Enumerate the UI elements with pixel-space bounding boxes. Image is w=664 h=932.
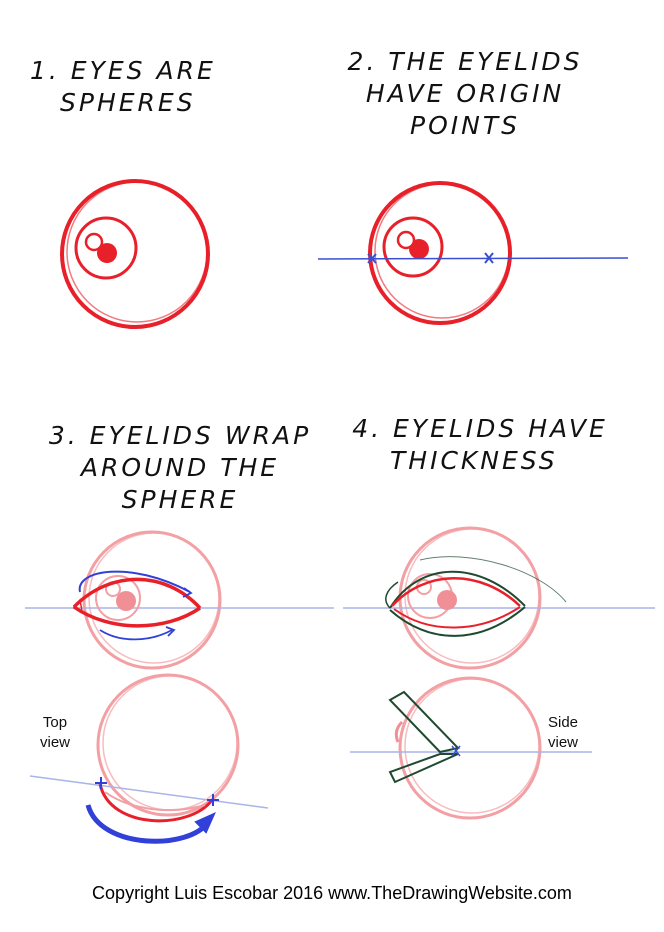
eyeball-outline (96, 673, 240, 817)
step-3-line-1: 3. Eyelids wrap (48, 421, 312, 450)
eyeball-outline (60, 179, 210, 329)
arrow-head-icon (165, 626, 176, 637)
origin-point (451, 745, 461, 757)
iris-outline (95, 575, 141, 621)
step-2-line-2: have origin (365, 79, 565, 108)
eyeball-outline (398, 676, 542, 820)
tear-duct (385, 581, 399, 609)
eyeball-outline (368, 181, 512, 325)
origin-guide-line (317, 257, 629, 260)
step-1-line-2: spheres (60, 88, 196, 117)
step-4-heading: 4. Eyelids have thickness (350, 413, 610, 477)
lower-eyelid (393, 606, 521, 629)
pupil (97, 243, 117, 263)
iris-outline (74, 216, 138, 280)
lower-eyelid-outer (389, 606, 526, 637)
step-2-sphere (368, 181, 512, 325)
upper-eyelid (72, 577, 202, 610)
step-2-line-1: 2. The eyelids (347, 47, 583, 76)
step-3-heading: 3. Eyelids wrap around the sphere (40, 420, 320, 516)
eyelid-top-view (98, 783, 214, 823)
eyelid-inner (104, 791, 206, 812)
lower-eyelid (73, 605, 201, 628)
step-3-front-view (25, 530, 334, 670)
origin-point-left (367, 253, 377, 264)
step-4-side-view (350, 676, 592, 820)
step-3-line-2: around the (80, 453, 280, 482)
wrap-arrow (85, 804, 211, 844)
origin-point-right (207, 794, 219, 806)
side-view-label: Side view (548, 713, 578, 753)
step-3-line-3: sphere (121, 485, 239, 514)
highlight (84, 232, 104, 252)
step-2-line-3: points (410, 111, 520, 140)
top-view-label-line-1: Top (42, 714, 68, 731)
arrow-head-icon (194, 812, 216, 834)
arrow-head-icon (182, 587, 193, 598)
origin-point-right (484, 252, 494, 264)
side-view-label-line-1: Side (548, 714, 579, 731)
step-4-line-1: 4. Eyelids have (352, 414, 608, 443)
upper-eyelid (391, 577, 521, 607)
step-1-sphere (60, 179, 210, 329)
step-1-heading: 1. Eyes are spheres (30, 55, 216, 119)
lower-wrap-arrow (99, 629, 173, 641)
iris-outline (382, 216, 444, 278)
highlight (396, 230, 416, 250)
corner-marker (72, 598, 84, 613)
pupil (116, 591, 136, 611)
upper-wrap-arrow (78, 570, 191, 593)
step-3-top-view (29, 673, 269, 844)
top-view-label-line-2: view (40, 734, 71, 751)
origin-guide-line (29, 775, 269, 809)
step-4-line-2: thickness (390, 446, 558, 475)
step-4-front-view (343, 526, 655, 670)
cornea-side (394, 720, 404, 743)
step-2-heading: 2. The eyelids have origin points (330, 46, 600, 142)
eyelid-crease (419, 556, 567, 603)
side-view-label-line-2: view (548, 734, 579, 751)
copyright-notice: Copyright Luis Escobar 2016 www.TheDrawi… (92, 883, 572, 903)
origin-point-left (95, 777, 107, 789)
pupil (437, 590, 457, 610)
step-1-line-1: 1. Eyes are (30, 56, 216, 85)
upper-eyelid-outer (389, 570, 526, 609)
top-view-label: Top view (40, 713, 70, 753)
